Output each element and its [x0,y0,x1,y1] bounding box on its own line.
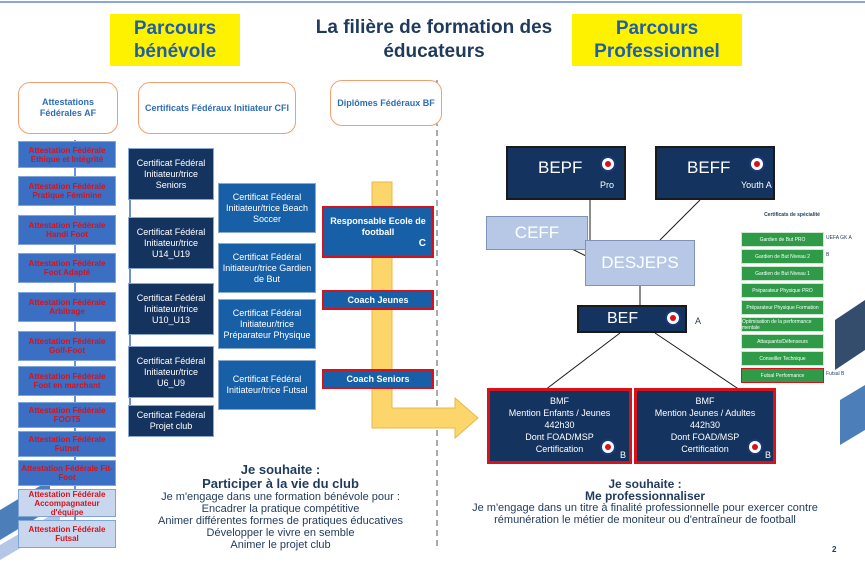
beff-sub: Youth A [741,180,772,190]
parcours-professionnel-label: Parcours Professionnel [594,18,720,62]
attestation-ethique: Attestation Fédérale Ethique et Intégrit… [18,141,116,168]
column-header-af: Attestations Fédérales AF [18,82,118,134]
benevole-heading-2: Participer à la vie du club [202,476,359,491]
bepf-sub: Pro [600,180,615,190]
benevole-line: Développer le vivre en semble [206,527,355,539]
cfi-gardien-de-but: Certificat Fédéral Initiateur/trice Gard… [218,243,316,293]
specialites-title: Certificats de spécialité [764,212,820,218]
cfi-preparateur-physique: Certificat Fédéral Initiateur/trice Prép… [218,299,316,349]
benevole-heading-1: Je souhaite : [240,462,321,477]
spec-item: Optimisation de la performance mentale [741,317,824,332]
pro-text: Je souhaite : Me professionnaliser Je m'… [455,478,835,526]
bmf1-line-5: Certification [535,444,584,454]
bmf1-line-2: Mention Enfants / Jeunes [508,408,611,418]
bmf2-line-2: Mention Jeunes / Adultes [654,408,756,418]
attestation-foot-adapte: Attestation Fédérale Foot Adapté [18,253,116,283]
ceff-box: CEFF [486,216,588,250]
parcours-professionnel-box: Parcours Professionnel [572,14,742,66]
attestation-arbitrage: Attestation Fédérale Arbitrage [18,292,116,322]
bmf2-line-1: BMF [695,396,715,406]
benevole-line: Encadrer la pratique compétitive [201,503,360,515]
beff-label: BEFF [687,158,731,177]
spec-item: Gardien de But PRO [741,232,824,247]
benevole-text: Je souhaite : Participer à la vie du clu… [128,462,433,552]
attestation-futsal: Attestation Fédérale Futsal [18,520,116,548]
spec-item-suffix: B [826,252,830,258]
cfi-u10-u13: Certificat Fédéral Initiateur/trice U10_… [128,283,214,335]
spec-item: Préparateur Physique PRO [741,283,824,298]
attestation-accompagnateur: Attestation Fédérale Accompagnateur d'éq… [18,489,116,517]
benevole-line: Animer différentes formes de pratiques é… [158,515,403,527]
bmf2-line-3: 442h30 [689,420,721,430]
bmf2-line-5: Certification [681,444,729,454]
cfi-seniors: Certificat Fédéral Initiateur/trice Seni… [128,148,214,200]
uefa-badge-icon [600,439,616,455]
spec-item: Attaquants/Défenseurs [741,334,824,349]
uefa-badge-icon [747,439,763,455]
bdf-coach-seniors: Coach Seniors [322,369,434,389]
cfi-u14-u19: Certificat Fédéral Initiateur/trice U14_… [128,217,214,269]
benevole-line: Je m'engage dans une formation bénévole … [161,491,400,503]
bmf-enfants-jeunes: BMF Mention Enfants / Jeunes 442h30 Dont… [487,388,632,464]
uefa-badge-icon [600,156,616,172]
bmf1-line-3: 442h30 [544,420,575,430]
bmf1-grade: B [620,450,627,460]
column-header-cfi: Certificats Fédéraux Initiateur CFI [138,82,296,134]
spec-item: Préparateur Physique Formation [741,300,824,315]
uefa-badge-icon [665,310,681,326]
column-header-bdf: Diplômes Fédéraux BF [330,80,442,126]
attestation-foot-en-marchant: Attestation Fédérale Foot en marchant [18,366,116,396]
bef-label: BEF [607,310,639,327]
attestation-foot5: Attestation Fédérale FOOT5 [18,402,116,428]
spec-item: Futsal Performance [741,368,824,383]
bdf-responsable-grade: C [418,237,426,249]
spec-item: Gardien de But Niveau 2 [741,249,824,264]
pro-heading-2: Me professionnaliser [584,489,706,503]
bmf1-line-4: Dont FOAD/MSP [525,432,594,442]
cfi-beach-soccer: Certificat Fédéral Initiateur/trice Beac… [218,183,316,233]
bmf2-grade: B [765,450,772,460]
bmf1-line-1: BMF [550,396,569,406]
bmf-jeunes-adultes: BMF Mention Jeunes / Adultes 442h30 Dont… [634,388,776,464]
pro-body: Je m'engage dans un titre à finalité pro… [472,502,818,526]
attestation-futnet: Attestation Fédérale Futnet [18,431,116,457]
attestation-golf-foot: Attestation Fédérale Golf-Foot [18,331,116,361]
attestation-pratique-feminine: Attestation Fédérale Pratique Féminine [18,176,116,206]
bepf-label: BEPF [538,158,583,177]
bef-box: BEF A [577,305,701,333]
bmf2-line-4: Dont FOAD/MSP [670,432,740,442]
desjeps-box: DESJEPS [585,240,695,286]
page-number: 2 [832,545,837,554]
spec-item: Gardien de But Niveau 1 [741,266,824,281]
parcours-benevole-box: Parcours bénévole [110,14,240,66]
bef-grade: A [695,316,702,326]
bdf-responsable-ecole-label: Responsable Ecole de football [330,215,426,237]
cfi-projet-club: Certificat Fédéral Projet club [128,405,214,437]
bdf-responsable-ecole: Responsable Ecole de football C [322,206,434,258]
beff-box: BEFF Youth A [655,146,775,200]
benevole-line: Animer le projet club [230,539,331,551]
spec-item-suffix: Futsal B [826,371,845,377]
page-title: La filière de formation des éducateurs [315,17,553,62]
cfi-futsal: Certificat Fédéral Initiateur/trice Futs… [218,360,316,410]
pro-heading-1: Je souhaite : [608,477,682,491]
bdf-coach-jeunes: Coach Jeunes [322,290,434,310]
cfi-u6-u9: Certificat Fédéral Initiateur/trice U6_U… [128,346,214,398]
uefa-badge-icon [749,156,765,172]
attestation-fit-foot: Attestation Fédérale Fit-Foot [18,460,116,486]
attestation-handi-foot: Attestation Fédérale Handi Foot [18,215,116,245]
spec-item-suffix: UEFA GK A [826,235,852,241]
spec-item: Conseiller Technique [741,351,824,366]
bepf-box: BEPF Pro [506,146,626,200]
parcours-benevole-label: Parcours bénévole [133,18,217,62]
